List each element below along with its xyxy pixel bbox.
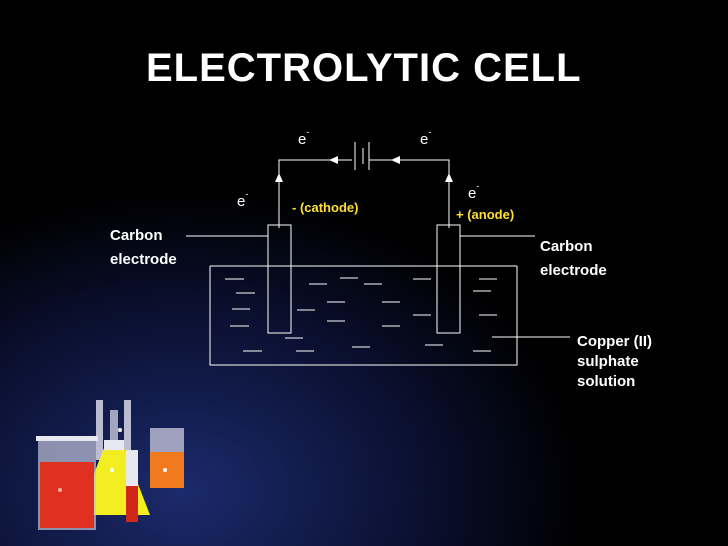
electron-label-top-left: e- (298, 127, 310, 148)
cathode-electrode (267, 224, 292, 334)
arrow-right-wire-up (445, 173, 453, 182)
cathode-label: - (cathode) (292, 200, 359, 215)
electron-label-right: e- (468, 181, 480, 202)
beaker (209, 266, 518, 366)
right-wire (377, 159, 450, 228)
solution-label: Copper (II) sulphate solution (577, 333, 652, 390)
arrow-top-left (329, 156, 338, 164)
arrow-left-wire-up (275, 173, 283, 182)
arrow-top-right (391, 156, 400, 164)
anode-label: + (anode) (456, 207, 515, 222)
electron-label-left: e- (237, 189, 249, 210)
left-wire (278, 159, 352, 228)
solution-particles (225, 277, 497, 352)
electron-label-top-right: e- (420, 127, 432, 148)
left-electrode-label: Carbon electrode (110, 227, 177, 268)
anode-electrode (436, 224, 461, 334)
right-electrode-label: Carbon electrode (540, 238, 607, 279)
slide-title: ELECTROLYTIC CELL (146, 46, 582, 90)
laboratory-flasks-icon (36, 400, 184, 530)
